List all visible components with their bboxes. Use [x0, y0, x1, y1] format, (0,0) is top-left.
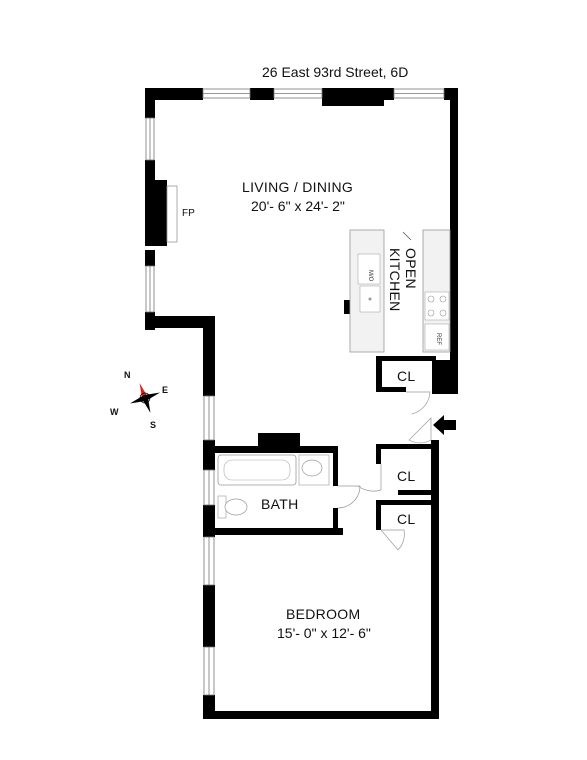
fireplace: FP	[166, 185, 195, 243]
closet-2-label: CL	[397, 468, 416, 484]
wall-left-lower-4	[203, 585, 215, 647]
wall-top-pier	[322, 88, 394, 100]
bedroom-label: BEDROOM	[286, 606, 360, 622]
windows	[145, 88, 445, 696]
wall-bath-top	[215, 446, 337, 453]
door-swings	[357, 391, 432, 551]
stove	[424, 291, 450, 321]
wall-left-top	[145, 88, 155, 118]
bathtub	[217, 454, 297, 486]
wall-closet1-left	[376, 356, 382, 392]
kitchen-label-kitchen: KITCHEN	[387, 248, 403, 312]
toilet-bowl	[224, 498, 248, 516]
wall-left-low	[145, 250, 155, 266]
bath-label: BATH	[261, 496, 299, 512]
wall-closet2-bottom	[398, 490, 436, 495]
bedroom-dims: 15'- 0" x 12'- 6"	[277, 625, 371, 641]
kitchen: M/O REF OPEN KITCHEN	[349, 229, 451, 353]
closet-3-label: CL	[397, 511, 416, 527]
wall-right-pier	[432, 360, 458, 394]
wall-bath-right-1	[333, 446, 338, 486]
wall-bath-right-2	[333, 508, 338, 535]
living-dining-label: LIVING / DINING	[242, 179, 353, 195]
wall-right-upper	[450, 88, 458, 394]
bathroom: BATH	[217, 454, 361, 519]
wall-closet3-left	[376, 500, 381, 530]
compass-west-needle	[129, 395, 147, 404]
compass-e-label: E	[162, 385, 168, 395]
wall-right-lower	[431, 440, 439, 719]
walls	[145, 88, 458, 719]
wall-top-pier-ext	[322, 100, 384, 106]
wall-top-left	[145, 88, 203, 100]
wall-closet2-top	[376, 444, 436, 449]
wall-closet1-top	[376, 356, 436, 361]
compass-w-label: W	[110, 407, 119, 417]
entry-arrow-icon	[433, 415, 456, 435]
address-title: 26 East 93rd Street, 6D	[262, 64, 408, 80]
wall-bath-vent	[258, 433, 300, 447]
wall-closet1-bottom	[376, 387, 406, 392]
wall-bath-bottom	[215, 528, 343, 535]
fireplace-mass	[145, 180, 167, 246]
wall-bottom	[203, 711, 439, 719]
wall-left-mid	[145, 160, 155, 192]
refrigerator-label: REF	[435, 333, 441, 345]
compass-n-label: N	[124, 370, 131, 380]
entry-door	[408, 417, 432, 444]
fireplace-label: FP	[182, 208, 195, 219]
compass-icon	[129, 382, 161, 414]
closet-1-door	[406, 391, 431, 415]
wall-closet2-left	[376, 444, 381, 464]
wall-top-mid	[250, 88, 274, 100]
living-dining-dims: 20'- 6" x 24'- 2"	[251, 198, 345, 214]
wall-left-lower-2	[203, 440, 215, 470]
compass-s-label: S	[150, 420, 156, 430]
microwave-label: M/O	[367, 270, 373, 282]
wall-step	[145, 316, 215, 328]
wall-left-lower-3	[203, 505, 215, 537]
closet-2-door	[357, 464, 382, 492]
wall-left-lower-1	[203, 316, 215, 396]
closet-1-label: CL	[397, 368, 416, 384]
refrigerator	[424, 323, 450, 351]
compass-east-needle	[143, 392, 161, 401]
bath-sink	[298, 454, 330, 486]
closet-3-door	[380, 529, 405, 551]
kitchen-label-open: OPEN	[403, 248, 419, 289]
wall-closet3-top	[376, 500, 436, 505]
microwave	[357, 253, 381, 285]
